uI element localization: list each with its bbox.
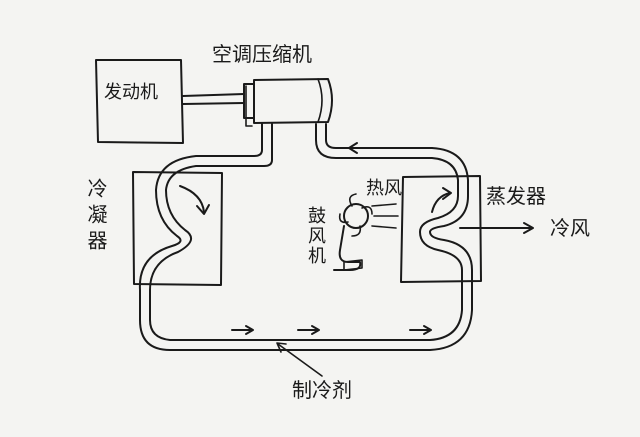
condenser-flow-arrow-head (196, 204, 210, 215)
condenser-flow-arrow (179, 185, 205, 213)
drive-shaft-bottom (182, 102, 245, 105)
evaporator-flow-arrow (431, 192, 451, 213)
refrigerant-pipe-inner (138, 123, 473, 351)
compressor-end-cap (317, 78, 323, 123)
compressor-body (253, 78, 333, 124)
refrigerant-pointer (277, 343, 323, 377)
bottom-flow-arrow-1 (231, 325, 254, 335)
condenser-label: 冷凝器 (84, 178, 108, 256)
refrigerant-pointer-head (276, 342, 287, 353)
condenser-box (132, 171, 223, 286)
blower-motor-base (343, 259, 363, 271)
blower-air-lines (371, 203, 399, 229)
refrigerant-label: 制冷剂 (292, 378, 352, 402)
cold-air-arrow-head (523, 222, 534, 234)
evaporator-flow-arrow-head (442, 187, 452, 200)
bottom-flow-arrow-3 (409, 325, 432, 335)
bottom-flow-arrow-2 (297, 325, 320, 335)
return-flow-arrow-head (348, 142, 358, 154)
engine-box (95, 59, 184, 144)
evaporator-box (400, 175, 482, 283)
hot-air-label: 热风 (366, 178, 402, 199)
cold-air-label: 冷风 (550, 216, 590, 240)
blower-fan-hub (343, 203, 369, 229)
compressor-label: 空调压缩机 (212, 42, 312, 66)
evaporator-label: 蒸发器 (486, 184, 546, 208)
blower-motor-stand (333, 225, 362, 271)
refrigerant-pipe-outer (149, 123, 463, 341)
pulley-ring (245, 85, 253, 127)
engine-label: 发动机 (104, 82, 158, 103)
blower-fan-blades (338, 193, 373, 237)
blower-label: 鼓风机 (305, 206, 326, 266)
drive-shaft-top (182, 93, 245, 97)
